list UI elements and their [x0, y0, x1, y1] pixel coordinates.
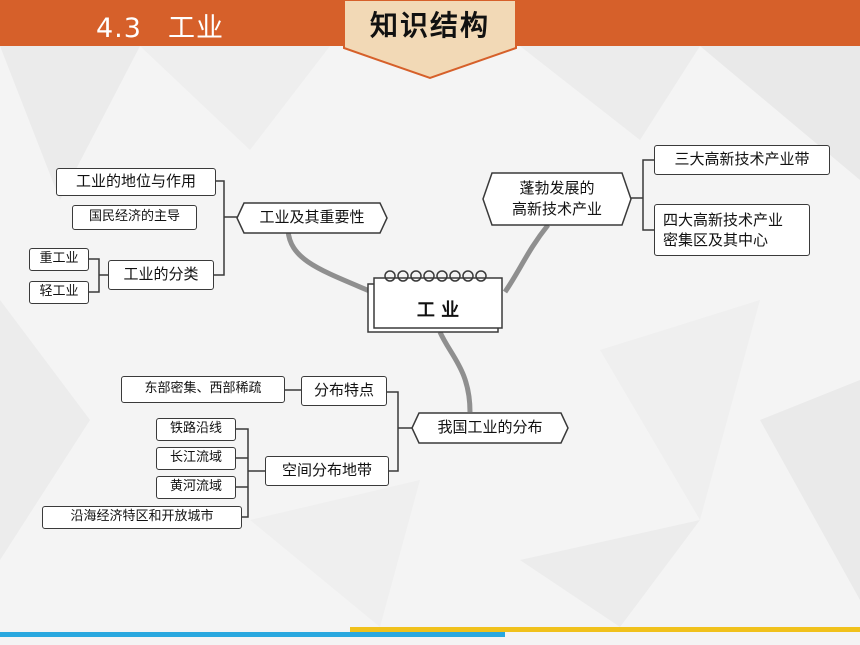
center-topic: 工 业 [416, 300, 460, 321]
section-title: 工业 [167, 13, 224, 44]
zone-yangtze: 长江流域 [156, 447, 236, 470]
branch-distribution: 我国工业的分布 [411, 412, 569, 444]
badge-shape [343, 0, 517, 80]
bottom-accent-blue [0, 632, 505, 637]
role-note: 国民经济的主导 [72, 205, 197, 230]
badge-title: 知识结构 [369, 9, 490, 42]
zone-railway: 铁路沿线 [156, 418, 236, 441]
zone-coastal: 沿海经济特区和开放城市 [42, 506, 242, 529]
branch-importance: 工业及其重要性 [236, 202, 388, 234]
zone-yellow-river: 黄河流域 [156, 476, 236, 499]
section-number: 4.3 [96, 13, 142, 44]
tech-zones-line1: 四大高新技术产业 [663, 210, 784, 229]
section-heading: 4.3 工业 [96, 6, 224, 45]
branch-importance-label: 工业及其重要性 [259, 208, 365, 227]
tech-zones-line2: 密集区及其中心 [663, 231, 769, 249]
heavy-industry: 重工业 [29, 248, 89, 271]
feature-detail: 东部密集、西部稀疏 [121, 376, 285, 403]
classification-node: 工业的分类 [108, 260, 214, 290]
branch-distribution-label: 我国工业的分布 [437, 418, 543, 437]
role-node: 工业的地位与作用 [56, 168, 216, 196]
hightech-line1: 蓬勃发展的 [519, 179, 595, 197]
light-industry: 轻工业 [29, 281, 89, 304]
branch-hightech-label: 蓬勃发展的高新技术产业 [512, 178, 602, 220]
distribution-feature: 分布特点 [301, 376, 387, 406]
bottom-accent-yellow [350, 627, 860, 632]
tech-zones: 四大高新技术产业密集区及其中心 [654, 204, 810, 256]
branch-hightech: 蓬勃发展的高新技术产业 [482, 172, 632, 226]
spatial-zone: 空间分布地带 [265, 456, 389, 486]
tech-belts: 三大高新技术产业带 [654, 145, 830, 175]
hightech-line2: 高新技术产业 [511, 200, 602, 218]
